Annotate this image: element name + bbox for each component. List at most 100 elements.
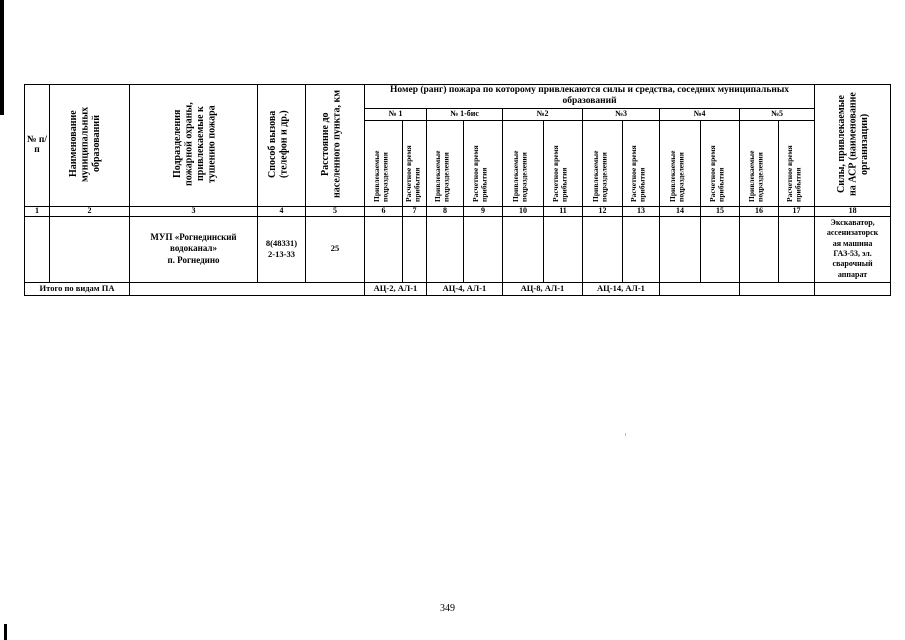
org-line: МУП «Рогнединский (150, 232, 237, 243)
row-municipality (49, 215, 130, 283)
subcol-units-6: Привлекаемые подразделения (739, 119, 779, 207)
org-line: п. Рогнедино (167, 254, 220, 265)
subcol-time-6: Расчетное время прибытия (777, 119, 816, 207)
row-asr: Экскаватор, ассенизаторск ая машина ГАЗ-… (814, 215, 892, 283)
header-distance-text: Расстояние до населенного пункта, км (320, 89, 343, 199)
footer-label: Итого по видам ПА (24, 281, 130, 296)
scan-edge-mark (0, 0, 4, 115)
subcol-units-5-text: Привлекаемые подразделения (668, 150, 686, 202)
footer-rank-1-bis: АЦ-4, АЛ-1 (426, 281, 503, 296)
subcol-time-4: Расчетное время прибытия (622, 119, 660, 207)
row-np (24, 215, 50, 283)
colnum: 7 (402, 205, 427, 217)
footer-empty (129, 281, 365, 296)
rank-5: №5 (738, 107, 816, 121)
column-number-row: 1 2 3 4 5 6 7 8 9 10 11 12 13 14 15 16 1… (24, 205, 892, 217)
subcol-time-2-text: Расчетное время прибытия (471, 145, 489, 202)
colnum: 8 (426, 205, 464, 217)
subcol-units-2: Привлекаемые подразделения (426, 119, 464, 207)
asr-line: сварочный (832, 259, 873, 269)
header-call-method-text: Способ вызова (телефон и др.) (266, 110, 290, 178)
header-call-method: Способ вызова (телефон и др.) (257, 84, 306, 207)
subcol-time-1: Расчетное время прибытия (402, 119, 427, 207)
colnum: 9 (463, 205, 503, 217)
fire-forces-table: № п/п Наименование муниципальных образов… (24, 84, 892, 296)
table-row: МУП «Рогнединский водоканал» п. Рогнедин… (24, 215, 892, 283)
rank-1-bis: № 1-бис (426, 107, 503, 121)
colnum: 14 (659, 205, 701, 217)
row-empty-cell (426, 215, 464, 283)
rank-4: №4 (659, 107, 740, 121)
row-phone: 8(48331) 2-13-33 (257, 215, 306, 283)
colnum: 3 (129, 205, 258, 217)
header-row-1: № п/п Наименование муниципальных образов… (24, 84, 892, 207)
row-empty-cell (700, 215, 740, 283)
colnum: 10 (502, 205, 544, 217)
org-line: водоканал» (170, 243, 217, 254)
subcol-time-4-text: Расчетное время прибытия (629, 145, 647, 202)
subcol-time-6-text: Расчетное время прибытия (784, 145, 802, 202)
subcol-units-6-text: Привлекаемые подразделения (747, 150, 765, 202)
footer-rank-1: АЦ-2, АЛ-1 (364, 281, 427, 296)
scan-speck (625, 433, 626, 436)
colnum: 11 (543, 205, 583, 217)
rank-3: №3 (582, 107, 660, 121)
header-fire-units: Подразделения пожарной охраны, привлекае… (129, 84, 258, 207)
subcol-units-3: Привлекаемые подразделения (502, 119, 544, 207)
scan-edge-mark-bottom (4, 624, 7, 640)
header-asr-text: Силы, привлекаемые на АСР (наименование … (835, 92, 870, 196)
footer-rank-3: АЦ-14, АЛ-1 (582, 281, 660, 296)
subcol-time-1-text: Расчетное время прибытия (403, 145, 421, 202)
colnum: 13 (622, 205, 660, 217)
subcol-units-4-text: Привлекаемые подразделения (590, 150, 608, 202)
asr-line: ая машина (832, 238, 873, 248)
footer-row: Итого по видам ПА АЦ-2, АЛ-1 АЦ-4, АЛ-1 … (24, 281, 892, 296)
header-asr: Силы, привлекаемые на АСР (наименование … (814, 84, 892, 207)
row-distance: 25 (305, 215, 365, 283)
colnum: 15 (700, 205, 740, 217)
colnum: 1 (24, 205, 50, 217)
header-rank-group: Номер (ранг) пожара по которому привлека… (363, 84, 816, 109)
colnum: 16 (739, 205, 779, 217)
header-municipalities-text: Наименование муниципальных образований (67, 106, 102, 182)
rank-1: № 1 (364, 107, 427, 121)
colnum: 2 (49, 205, 130, 217)
footer-rank-4 (659, 281, 740, 296)
row-organization: МУП «Рогнединский водоканал» п. Рогнедин… (129, 215, 258, 283)
colnum: 4 (257, 205, 306, 217)
row-empty-cell (543, 215, 583, 283)
asr-line: ГАЗ-53, эл. (833, 249, 872, 259)
row-empty-cell (502, 215, 544, 283)
page-number: 349 (440, 603, 455, 614)
row-empty-cell (364, 215, 403, 283)
subcol-units-1-text: Привлекаемые подразделения (371, 150, 389, 202)
header-row-subcols: Привлекаемые подразделения Расчетное вре… (25, 119, 891, 207)
row-empty-cell (463, 215, 503, 283)
phone-line: 2-13-33 (268, 249, 295, 260)
footer-rank-5 (738, 281, 816, 296)
colnum: 17 (777, 205, 816, 217)
subcol-time-3-text: Расчетное время прибытия (551, 145, 569, 202)
subcol-units-3-text: Привлекаемые подразделения (511, 150, 529, 202)
subcol-time-2: Расчетное время прибытия (463, 119, 503, 207)
subcol-units-2-text: Привлекаемые подразделения (433, 150, 451, 202)
phone-line: 8(48331) (265, 238, 298, 249)
subcol-time-5-text: Расчетное время прибытия (708, 145, 726, 202)
row-empty-cell (739, 215, 779, 283)
asr-line: Экскаватор, (830, 217, 875, 227)
subcol-time-3: Расчетное время прибытия (543, 119, 583, 207)
row-empty-cell (402, 215, 427, 283)
header-municipalities: Наименование муниципальных образований (49, 84, 130, 207)
colnum: 18 (814, 205, 892, 217)
row-empty-cell (582, 215, 623, 283)
footer-rank-2: АЦ-8, АЛ-1 (502, 281, 583, 296)
subcol-units-5: Привлекаемые подразделения (659, 119, 701, 207)
colnum: 5 (305, 205, 365, 217)
rank-2: №2 (502, 107, 583, 121)
subcol-units-4: Привлекаемые подразделения (582, 119, 623, 207)
header-np: № п/п (24, 84, 50, 207)
row-empty-cell (659, 215, 701, 283)
row-empty-cell (777, 215, 816, 283)
subcol-units-1: Привлекаемые подразделения (364, 119, 403, 207)
asr-line: ассенизаторск (826, 228, 879, 238)
